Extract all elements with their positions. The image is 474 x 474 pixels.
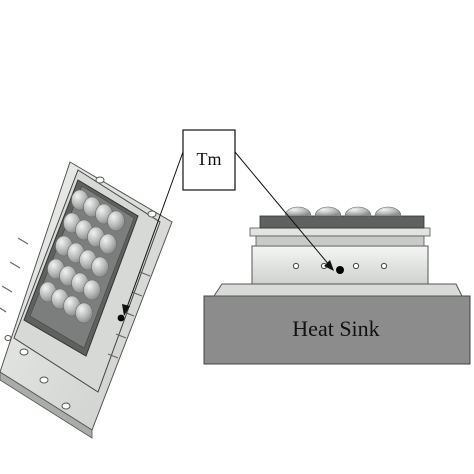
heat-sink-label: Heat Sink [292,316,379,341]
isometric-module [0,161,173,439]
mounting-hole [147,210,157,218]
temperature-sensor-point-right [336,266,344,274]
led-dome [99,233,117,255]
module-pins [0,237,151,359]
led-dome-grid [39,189,125,324]
side-carrier [259,215,425,229]
housing-hole [292,262,300,270]
mounting-holes [4,176,157,410]
leader-line-right [234,151,331,267]
mounting-hole [39,376,49,384]
side-base-plate [213,283,463,297]
leader-line-left [125,151,184,311]
heat-sink-block [203,295,471,365]
side-housing [251,245,429,285]
side-top-frame [255,235,425,247]
tm-callout: Tm [122,129,334,316]
module-base-side [0,371,93,439]
mounting-hole [19,348,29,356]
led-dome [75,302,93,324]
tm-callout-label: Tm [197,149,222,169]
side-led-dome [344,206,372,217]
housing-hole [380,262,388,270]
tm-callout-box [182,129,236,191]
mounting-hole [4,335,12,341]
led-dome [107,210,125,232]
led-dome [83,279,101,301]
side-view: Heat Sink [203,206,471,365]
side-led-domes [284,206,402,217]
temperature-sensor-point-left [117,314,125,322]
leader-arrow-left [122,304,130,316]
led-dome [91,256,109,278]
side-led-dome [314,206,342,217]
mounting-hole [61,402,71,410]
side-led-dome [284,206,312,217]
housing-hole [352,262,360,270]
side-led-dome [374,206,402,217]
side-top-plate [249,227,431,237]
mounting-hole [95,176,105,184]
leader-arrow-right [324,260,334,271]
